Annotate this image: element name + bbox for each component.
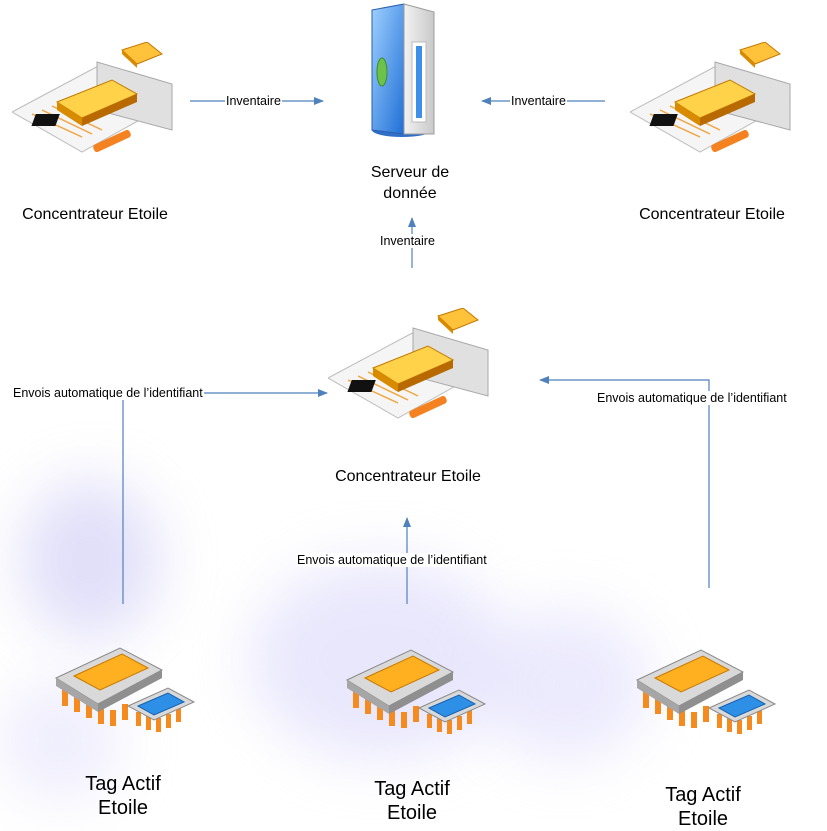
hub-center-icon <box>326 307 493 423</box>
tag-middle-icon <box>343 640 488 740</box>
arrow-tag-left-to-center <box>122 389 328 604</box>
server-label: Serveur de donnée <box>345 162 475 204</box>
hub-left-icon <box>10 41 177 157</box>
tag-left-label-line1: Tag Actif <box>85 773 161 795</box>
edge-label-tag-left: Envois automatique de l’identifiant <box>12 386 204 400</box>
tag-right-label-line1: Tag Actif <box>665 784 741 806</box>
edge-label-center-inventaire: Inventaire <box>379 234 436 248</box>
edge-label-left-inventaire: Inventaire <box>225 94 282 108</box>
edge-label-right-inventaire: Inventaire <box>510 94 567 108</box>
tag-left-icon <box>52 638 197 738</box>
tag-right-icon <box>633 640 778 740</box>
tag-middle-label-line2: Etoile <box>386 802 438 824</box>
edge-label-tag-right: Envois automatique de l’identifiant <box>596 391 788 405</box>
server-label-line2: donnée <box>383 185 437 202</box>
edge-label-tag-middle: Envois automatique de l’identifiant <box>296 553 488 567</box>
tag-left-label: Tag Actif Etoile <box>58 772 188 820</box>
arrow-tag-right-to-center <box>539 376 710 588</box>
server-icon <box>362 2 442 142</box>
tag-middle-label-line1: Tag Actif <box>374 778 450 800</box>
hub-right-label: Concentrateur Etoile <box>639 206 785 223</box>
hub-center-label: Concentrateur Etoile <box>335 468 481 485</box>
tag-right-label-line2: Etoile <box>677 808 729 830</box>
hub-right-icon <box>628 41 795 157</box>
tag-middle-label: Tag Actif Etoile <box>347 777 477 825</box>
server-label-line1: Serveur de <box>370 164 450 181</box>
hub-left-label: Concentrateur Etoile <box>22 206 168 223</box>
tag-right-label: Tag Actif Etoile <box>638 783 768 831</box>
tag-left-label-line2: Etoile <box>97 797 149 819</box>
